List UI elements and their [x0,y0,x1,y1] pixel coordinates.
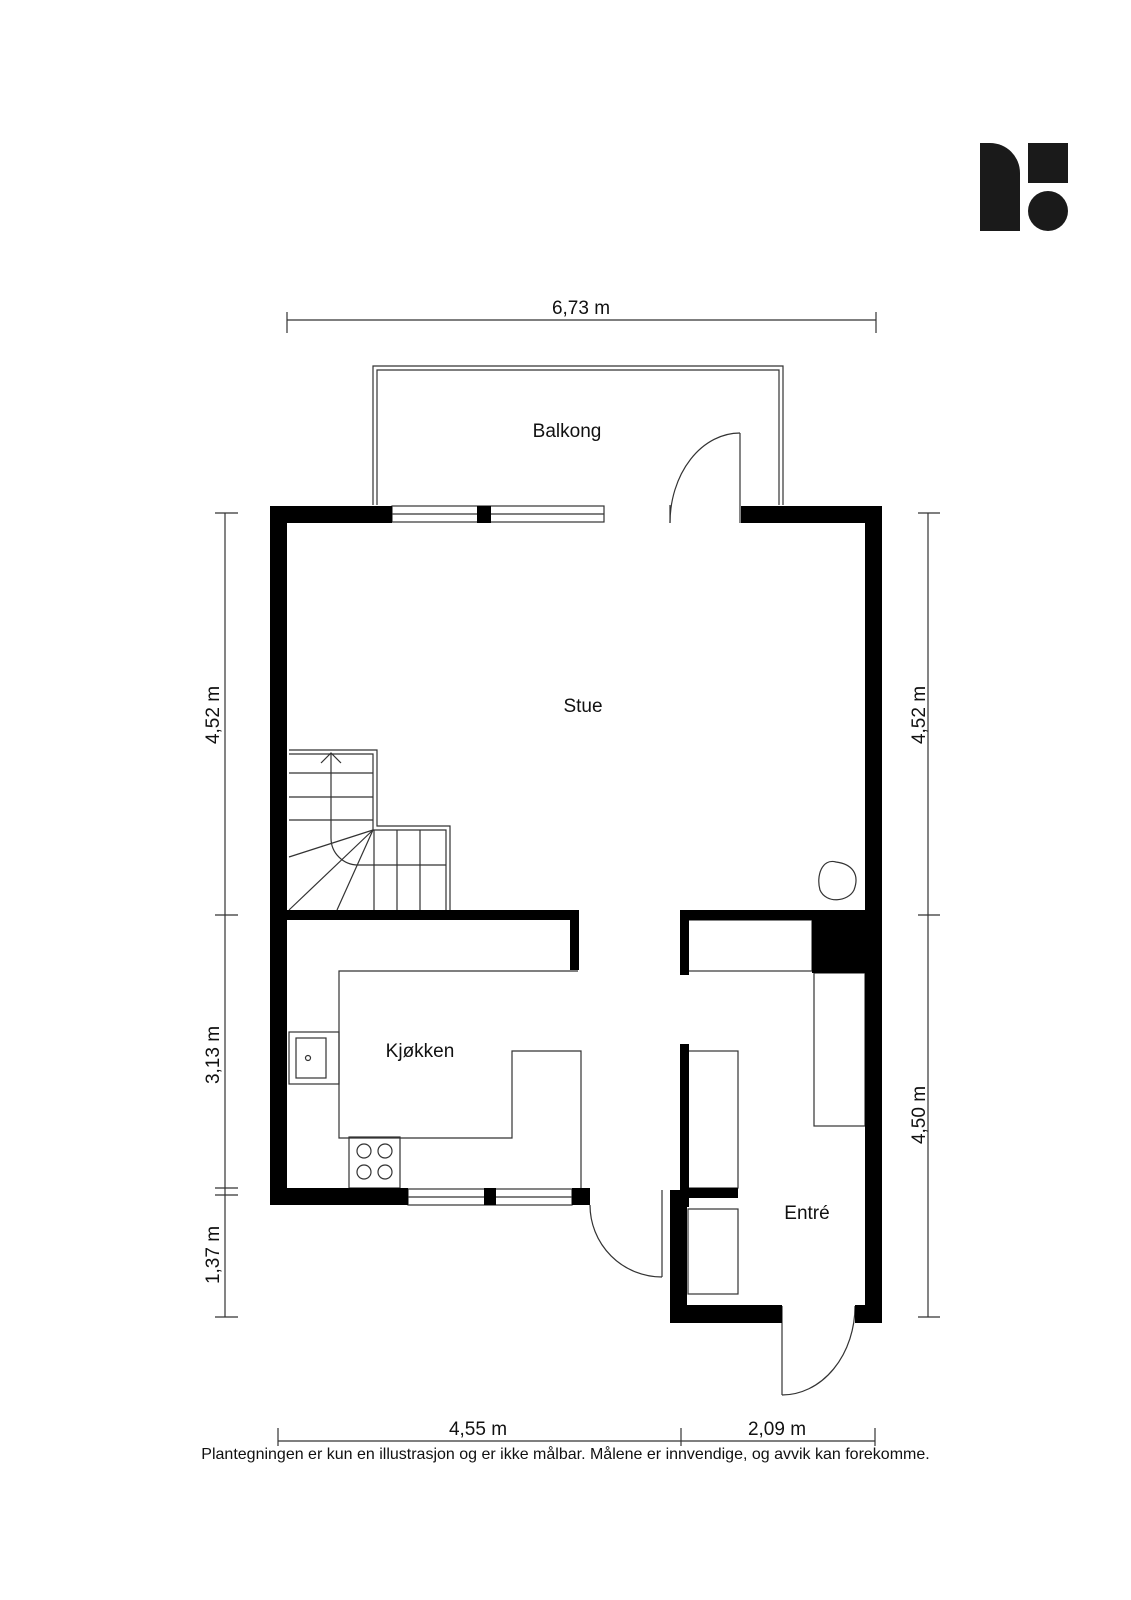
dimension-label-left-lower: 1,37 m [203,1225,224,1285]
pillar-outline [818,860,857,901]
dimension-line-right [918,512,940,1318]
staircase [288,749,451,911]
closet [687,919,866,1295]
kitchen-counter [288,970,582,1188]
exterior-door-swing [589,1190,663,1278]
dimension-label-right-lower: 4,50 m [909,1085,930,1145]
dimension-label-bottom-left: 4,55 m [448,1419,508,1440]
balcony-door-swing [669,432,741,524]
dimension-label-right-upper: 4,52 m [909,685,930,745]
stove [348,1136,401,1189]
balcony-railing [372,365,784,505]
dimension-label-left-upper: 4,52 m [203,685,224,745]
dimension-label-bottom-right: 2,09 m [747,1419,807,1440]
dimension-label-left-middle: 3,13 m [203,1025,224,1085]
dimension-line-left [215,512,238,1318]
top-window [391,505,605,523]
room-label-balkong: Balkong [532,421,602,442]
dimension-label-top: 6,73 m [551,298,611,319]
room-label-stue: Stue [563,696,603,717]
brand-logo-icon [980,143,1068,231]
disclaimer-text: Plantegningen er kun en illustrasjon og … [201,1446,930,1463]
dimension-line-bottom [277,1428,876,1446]
entrance-door-swing [781,1305,856,1396]
room-label-entre: Entré [784,1203,830,1224]
walls [270,506,882,1323]
room-label-kjokken: Kjøkken [385,1041,455,1062]
dimension-line-top [286,312,877,333]
